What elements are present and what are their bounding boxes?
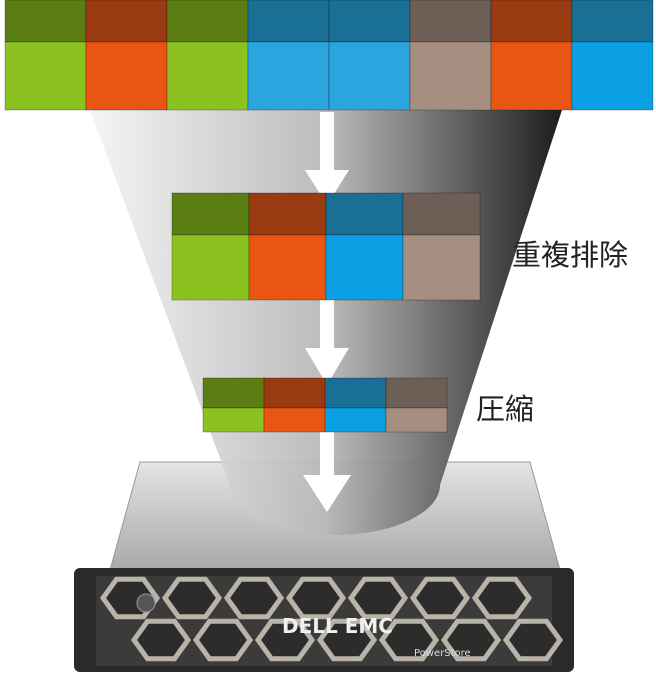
data-block (247, 41, 330, 111)
data-block (385, 407, 448, 433)
bezel-hex (409, 576, 471, 620)
data-block-top (85, 0, 168, 43)
power-button-icon (136, 593, 156, 613)
data-block-top (324, 377, 387, 409)
data-block-top (571, 0, 654, 43)
bezel-hex (471, 576, 533, 620)
compression-label: 圧縮 (476, 392, 535, 426)
data-block-top (409, 0, 492, 43)
data-block (490, 41, 573, 111)
dedup-label: 重複排除 (512, 238, 629, 272)
data-block-top (402, 192, 481, 236)
data-block-top (166, 0, 249, 43)
bezel-hex (130, 618, 192, 662)
data-block (248, 234, 327, 301)
data-block (263, 407, 326, 433)
bezel-hex (378, 618, 440, 662)
data-block (402, 234, 481, 301)
bezel-hex (502, 618, 564, 662)
data-block-top (202, 377, 265, 409)
data-block-top (325, 192, 404, 236)
bezel-hex (316, 618, 378, 662)
data-block-top (171, 192, 250, 236)
data-block-top (490, 0, 573, 43)
data-block (4, 41, 87, 111)
data-block-top (328, 0, 411, 43)
bezel-hex (192, 618, 254, 662)
powerstore-logo: PowerStore (414, 648, 471, 659)
data-block (409, 41, 492, 111)
arrows (303, 112, 351, 512)
bezel-hex (161, 576, 223, 620)
data-block (85, 41, 168, 111)
data-block-top (4, 0, 87, 43)
data-block-top (385, 377, 448, 409)
data-block-top (263, 377, 326, 409)
bezel-hex (223, 576, 285, 620)
dell-emc-logo: DELL EMC (282, 614, 393, 638)
data-block (328, 41, 411, 111)
bezel-hex (254, 618, 316, 662)
data-block-top (247, 0, 330, 43)
data-block (166, 41, 249, 111)
powerstore-server: DELL EMC PowerStore (74, 461, 574, 672)
data-block (171, 234, 250, 301)
data-block (325, 234, 404, 301)
bezel-hex (440, 618, 502, 662)
data-block-top (248, 192, 327, 236)
data-block (324, 407, 387, 433)
data-block (571, 41, 654, 111)
data-block (202, 407, 265, 433)
bezel-hex (347, 576, 409, 620)
bezel-hex (285, 576, 347, 620)
